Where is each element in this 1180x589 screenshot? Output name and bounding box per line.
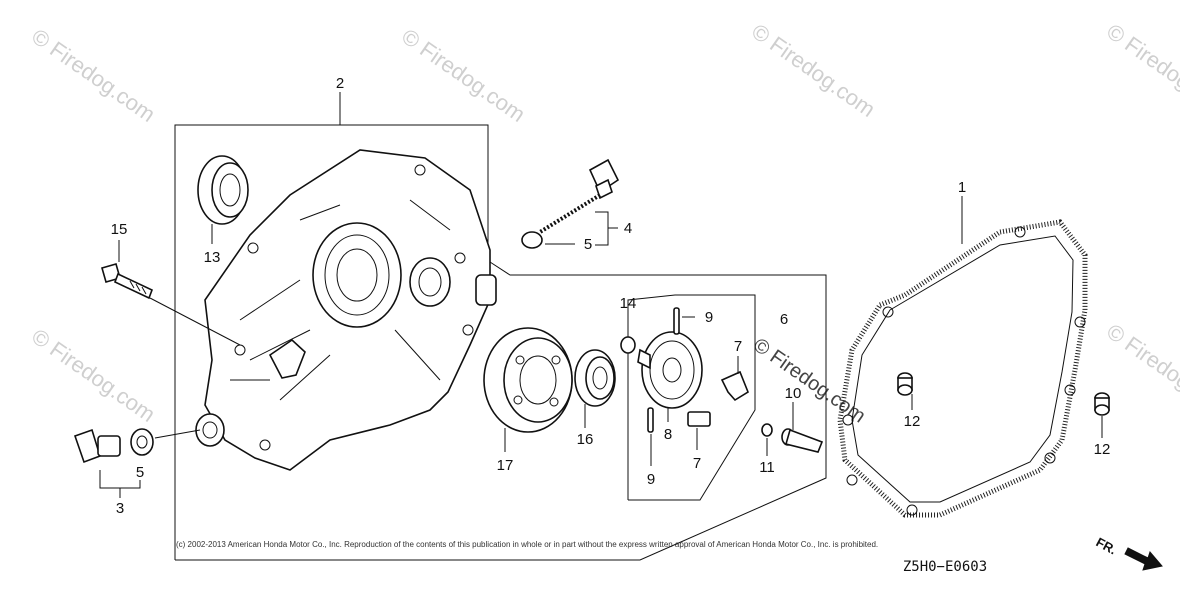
callout-6: 6 xyxy=(780,311,788,328)
callout-16: 16 xyxy=(577,431,594,448)
oil-seal xyxy=(197,155,249,225)
case-gasket xyxy=(837,219,1088,518)
callout-10: 10 xyxy=(785,385,802,402)
callout-7-upper: 7 xyxy=(734,338,742,355)
ball-bearing-small xyxy=(574,349,616,407)
callout-9-upper: 9 xyxy=(705,309,713,326)
bracket-4 xyxy=(595,211,609,246)
front-direction-indicator: FR. xyxy=(1094,534,1163,571)
callout-11: 11 xyxy=(759,459,775,476)
callout-13: 13 xyxy=(204,249,221,266)
ball-bearing-large xyxy=(483,327,573,433)
watermark: © Firedog.com xyxy=(747,19,880,122)
callout-2: 2 xyxy=(336,75,344,92)
diagram-code: Z5H0−E0603 xyxy=(903,559,987,575)
governor-clip xyxy=(720,370,749,402)
callout-1: 1 xyxy=(958,179,966,196)
watermark: © Firedog.com xyxy=(27,24,160,127)
watermark: © Firedog.com xyxy=(397,24,530,127)
callout-8: 8 xyxy=(664,426,672,443)
leader-plug xyxy=(154,429,201,439)
watermark: © Firedog.com xyxy=(1102,319,1180,422)
dowel-left xyxy=(897,372,913,396)
front-arrow-icon xyxy=(1124,547,1163,571)
flange-bolt xyxy=(101,263,154,300)
governor-gear xyxy=(637,331,711,427)
thrust-washer xyxy=(620,336,636,354)
drain-plug xyxy=(73,428,154,464)
callout-3: 3 xyxy=(116,500,124,517)
leader-15b xyxy=(149,297,241,346)
oil-dipstick xyxy=(521,158,620,249)
watermark: © Firedog.com xyxy=(1102,19,1180,122)
bracket-3 xyxy=(99,470,141,489)
dowel-right xyxy=(1094,392,1110,416)
callout-9-lower: 9 xyxy=(647,471,655,488)
copyright-notice: (c) 2002-2013 American Honda Motor Co., … xyxy=(176,540,878,549)
governor-shaft xyxy=(781,428,824,453)
callout-7-lower: 7 xyxy=(693,455,701,472)
callout-4: 4 xyxy=(624,220,632,237)
callout-15: 15 xyxy=(111,221,128,238)
callout-12-left: 12 xyxy=(904,413,921,430)
callout-14: 14 xyxy=(620,295,637,312)
watermark: © Firedog.com xyxy=(27,324,160,427)
dowel-pin xyxy=(647,407,654,433)
callout-12-right: 12 xyxy=(1094,441,1111,458)
snap-ring xyxy=(761,423,773,437)
callout-5-dipstick: 5 xyxy=(584,236,592,253)
callout-5-plug: 5 xyxy=(136,464,144,481)
dowel-pin xyxy=(673,307,680,335)
callout-layer: 1 2 3 4 5 5 6 7 7 8 9 9 10 11 12 12 13 1… xyxy=(111,75,1111,517)
callout-17: 17 xyxy=(497,457,514,474)
crankcase-cover xyxy=(195,149,497,471)
assembly-bracket-lower xyxy=(175,261,827,561)
watermark: © Firedog.com xyxy=(749,334,869,427)
governor-assembly-bracket xyxy=(627,294,756,501)
assembly-bracket-2 xyxy=(174,124,489,560)
direction-label: FR. xyxy=(1094,534,1120,557)
